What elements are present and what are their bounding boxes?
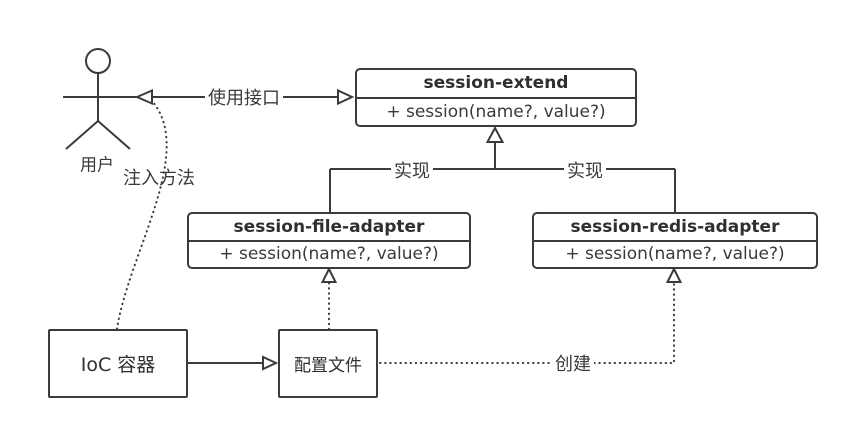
class-session-redis-adapter-title: session-redis-adapter <box>534 214 816 242</box>
actor-stick-figure-icon <box>65 48 131 150</box>
arrowhead-config-icon <box>262 355 279 371</box>
realize-right-label: 实现 <box>564 157 606 183</box>
node-ioc-container: IoC 容器 <box>48 329 188 398</box>
class-session-extend-method: + session(name?, value?) <box>386 101 606 122</box>
create-label: 创建 <box>552 350 594 376</box>
arrowhead-left-icon <box>134 88 153 106</box>
actor-leg-left <box>65 120 99 150</box>
inject-method-curve <box>116 100 168 330</box>
actor-label: 用户 <box>80 155 114 176</box>
dotted-line-create <box>379 282 675 364</box>
use-interface-label: 使用接口 <box>205 84 283 110</box>
class-session-file-adapter-method: + session(name?, value?) <box>219 244 439 265</box>
class-session-redis-adapter: session-redis-adapter + session(name?, v… <box>532 212 818 269</box>
ioc-to-config-connector <box>188 355 279 371</box>
class-session-file-adapter: session-file-adapter + session(name?, va… <box>187 212 471 269</box>
actor-leg-right <box>97 120 131 150</box>
node-config-file: 配置文件 <box>278 329 378 398</box>
actor-head <box>85 48 111 74</box>
create-dependency-connector <box>379 266 683 364</box>
realization-connector <box>329 125 676 212</box>
class-session-redis-adapter-method: + session(name?, value?) <box>565 244 785 265</box>
generalization-arrowhead-icon <box>485 125 505 143</box>
class-session-extend-title: session-extend <box>357 70 635 99</box>
dependency-arrowhead-redis-icon <box>665 266 683 283</box>
class-session-file-adapter-title: session-file-adapter <box>189 214 469 242</box>
realize-left-label: 实现 <box>391 157 433 183</box>
inject-method-label: 注入方法 <box>123 168 195 189</box>
class-session-extend: session-extend + session(name?, value?) <box>355 68 637 127</box>
dependency-arrowhead-file-icon <box>320 266 338 283</box>
arrowhead-right-icon <box>337 88 355 106</box>
config-to-file-adapter-dependency <box>320 266 338 330</box>
